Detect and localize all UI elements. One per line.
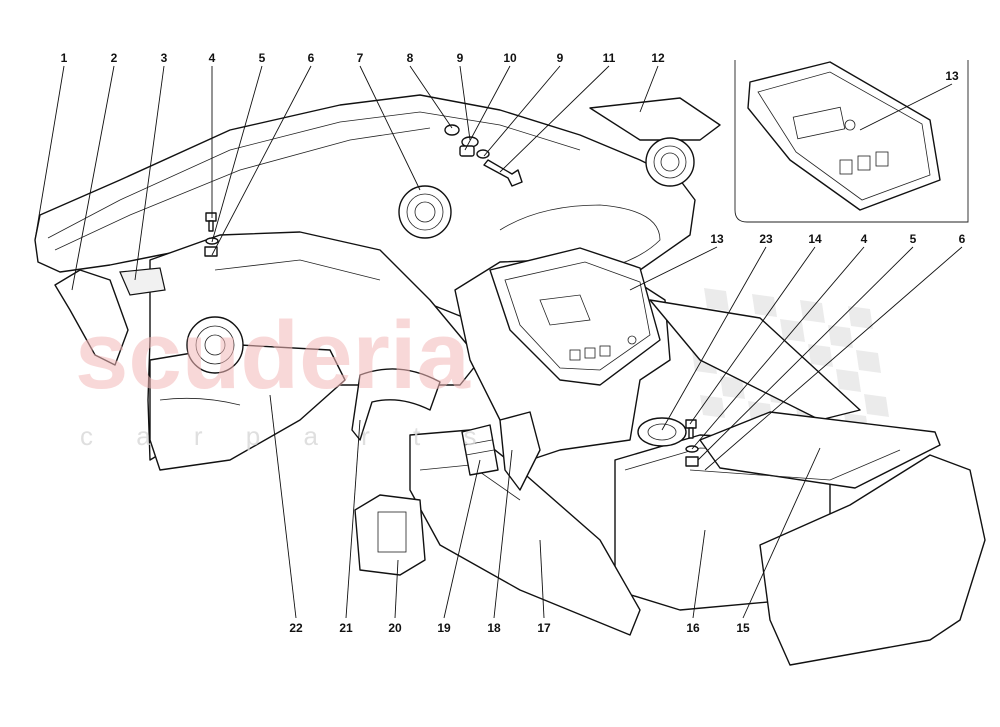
- left-lower-panel: [149, 344, 346, 471]
- callout-number: 15: [736, 621, 750, 635]
- leader-line: [409, 65, 453, 129]
- callout-number: 4: [861, 232, 868, 246]
- leader-line: [359, 65, 421, 191]
- leader-line: [394, 559, 399, 619]
- callout-number: 10: [503, 51, 517, 65]
- callout-number: 21: [339, 621, 353, 635]
- inset-frame: [734, 60, 969, 223]
- bolt: [483, 159, 523, 187]
- leader-line: [483, 65, 561, 157]
- callout-number: 22: [289, 621, 303, 635]
- leader-line: [499, 65, 610, 173]
- callout-number: 5: [910, 232, 917, 246]
- leader-line: [493, 449, 513, 619]
- air-vent: [398, 185, 452, 239]
- bushing: [459, 145, 475, 157]
- leader-line: [539, 539, 545, 619]
- watermark-sub: c a r p a r t s: [80, 421, 495, 451]
- leader-line: [34, 65, 65, 241]
- leader-line: [459, 65, 471, 141]
- steering-shroud: [351, 368, 441, 441]
- center-console: [454, 247, 671, 461]
- leader-line: [211, 65, 312, 256]
- checker-square: [808, 344, 833, 367]
- console-bracket: [354, 494, 426, 576]
- checker-square: [800, 300, 825, 323]
- leader-line: [692, 529, 706, 619]
- leader-line: [269, 394, 297, 619]
- callout-number: 13: [710, 232, 724, 246]
- callout-number: 20: [388, 621, 402, 635]
- screw: [685, 419, 697, 439]
- watermark-brand: scuderia: [75, 302, 470, 409]
- left-side-flap: [54, 267, 166, 366]
- callout-number: 16: [686, 621, 700, 635]
- screw: [205, 212, 217, 232]
- checker-square: [752, 294, 777, 317]
- callout-number: 14: [808, 232, 822, 246]
- callout-number: 17: [537, 621, 551, 635]
- clip-nut: [204, 246, 218, 257]
- leader-line: [71, 65, 115, 291]
- leader-line: [661, 246, 767, 431]
- air-vent: [645, 137, 695, 187]
- right-side-panel: [759, 454, 986, 666]
- air-vent: [637, 417, 687, 447]
- leader-line: [639, 65, 659, 113]
- washer: [476, 149, 490, 159]
- callout-number: 13: [945, 69, 959, 83]
- leader-line: [134, 65, 165, 281]
- checker-square: [864, 394, 889, 417]
- callout-number: 8: [407, 51, 414, 65]
- checker-square: [836, 369, 861, 392]
- checker-square: [704, 288, 729, 311]
- leader-line: [443, 459, 481, 619]
- checker-square: [720, 376, 745, 399]
- checker-square: [848, 306, 873, 329]
- callout-number: 7: [357, 51, 364, 65]
- callout-number: 2: [111, 51, 118, 65]
- callout-number: 18: [487, 621, 501, 635]
- leader-line: [629, 246, 718, 291]
- callout-number: 4: [209, 51, 216, 65]
- checker-square: [828, 325, 853, 348]
- callout-number: 23: [759, 232, 773, 246]
- nut: [444, 124, 460, 136]
- callout-number: 3: [161, 51, 168, 65]
- leader-line: [697, 246, 914, 461]
- leader-line: [704, 246, 963, 471]
- callout-number: 5: [259, 51, 266, 65]
- leader-line: [211, 65, 263, 243]
- right-lid: [689, 411, 941, 489]
- leader-line: [689, 246, 816, 425]
- callout-number: 11: [603, 51, 616, 65]
- inset-console-tray: [747, 61, 941, 211]
- leader-line: [742, 447, 821, 619]
- leader-line: [345, 419, 361, 619]
- callout-number: 12: [651, 51, 665, 65]
- leader-line: [691, 246, 865, 450]
- callout-number: 1: [61, 51, 68, 65]
- air-vent: [186, 316, 244, 374]
- callout-number: 6: [959, 232, 966, 246]
- right-upper-trim: [589, 97, 861, 421]
- callout-number: 9: [457, 51, 464, 65]
- callout-number: 9: [557, 51, 564, 65]
- leader-line: [859, 83, 953, 131]
- clip-nut: [685, 456, 699, 467]
- callout-number: 6: [308, 51, 315, 65]
- checker-square: [856, 350, 881, 373]
- callout-number: 19: [437, 621, 451, 635]
- leader-line: [464, 65, 511, 151]
